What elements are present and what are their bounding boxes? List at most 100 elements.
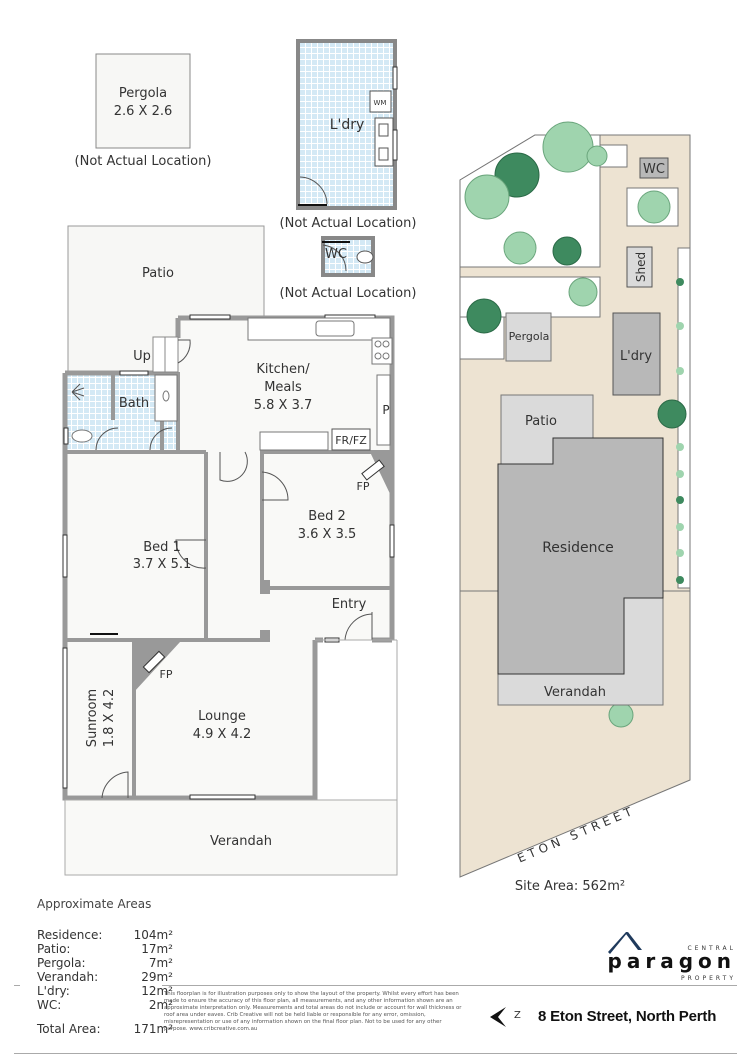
north-arrow-icon: Z <box>490 1007 521 1027</box>
logo-roof-left-icon <box>608 932 628 954</box>
area-value: 29m² <box>141 970 173 984</box>
laundry-window-2 <box>392 129 398 161</box>
area-value: 17m² <box>141 942 173 956</box>
sunroom-dims: 1.8 X 4.2 <box>102 689 117 748</box>
tree-icon <box>608 702 634 728</box>
entry-name: Entry <box>332 597 367 612</box>
wall-stub-2 <box>260 630 270 642</box>
patio-name: Patio <box>142 266 174 281</box>
area-label: L'dry: <box>37 984 70 998</box>
compass-label: Z <box>514 1010 521 1021</box>
site-residence <box>497 437 664 675</box>
wall-stub <box>260 580 270 594</box>
bath-door-swing-2 <box>149 427 173 451</box>
area-total-row: Total Area: 171m² <box>24 1022 173 1036</box>
tree-icon <box>657 399 687 429</box>
cistern <box>63 427 69 445</box>
wc-name: WC <box>325 247 347 262</box>
kitchen-name-2: Meals <box>264 380 302 395</box>
brand-bottom: PROPERTY <box>681 975 736 982</box>
laundry-door-swing <box>299 176 328 205</box>
bed1-dims: 3.7 X 5.1 <box>133 557 192 572</box>
area-total-label: Total Area: <box>37 1022 101 1036</box>
kitchen-island <box>259 431 329 451</box>
fireplace-lounge <box>134 642 180 692</box>
pergola-name: Pergola <box>119 86 167 101</box>
area-label: Residence: <box>37 928 103 942</box>
shrub-icon <box>676 470 684 478</box>
bed1-name: Bed 1 <box>143 540 181 555</box>
site-plan: WC Shed Pergola L'dry Patio Residence Ve… <box>459 121 691 894</box>
area-row: Patio:17m² <box>24 942 173 956</box>
bed2-door <box>261 471 289 501</box>
site-area: Site Area: 562m² <box>515 879 625 894</box>
shrub-icon <box>676 367 684 375</box>
area-value: 12m² <box>141 984 173 998</box>
pergola-note: (Not Actual Location) <box>75 154 212 169</box>
washing-machine-icon <box>369 90 392 113</box>
floor-plan: Pergola 2.6 X 2.6 (Not Actual Location) … <box>62 39 417 876</box>
bath-door-swing <box>95 427 119 451</box>
sunroom-door <box>101 771 129 799</box>
hall-door <box>219 451 248 482</box>
shrub-icon <box>676 278 684 286</box>
area-row: Pergola: 7m² <box>24 956 173 970</box>
site-laundry <box>612 312 661 396</box>
tree-icon <box>637 190 671 224</box>
pantry-label: P <box>382 403 389 417</box>
area-label: Verandah: <box>37 970 99 984</box>
burner <box>382 340 390 348</box>
shrub-icon <box>676 322 684 330</box>
burner <box>382 352 390 360</box>
bath-toilet-icon <box>71 429 93 443</box>
bath-name: Bath <box>119 396 149 411</box>
kitchen-name-1: Kitchen/ <box>256 362 310 377</box>
site-residence-label: Residence <box>542 540 614 556</box>
shrub-icon <box>676 443 684 451</box>
footer-divider-bottom <box>14 1053 737 1054</box>
pantry <box>376 374 391 446</box>
shrub-icon <box>676 576 684 584</box>
bed2-name: Bed 2 <box>308 509 346 524</box>
fp-hearth <box>361 459 385 481</box>
wc-door-swing <box>322 244 347 272</box>
burner <box>374 352 382 360</box>
footer-divider-top <box>162 985 737 986</box>
cooktop-icon <box>371 337 393 365</box>
site-wc-label: WC <box>643 162 665 177</box>
areas-title: Approximate Areas <box>37 897 152 911</box>
verandah-name: Verandah <box>210 834 272 849</box>
brand-top: CENTRAL <box>687 945 736 952</box>
bed2-dims: 3.6 X 3.5 <box>298 527 357 542</box>
shrub-icon <box>676 496 684 504</box>
pergola-outline <box>95 53 191 149</box>
property-address: 8 Eton Street, North Perth <box>538 1008 717 1025</box>
tree-icon <box>464 174 510 220</box>
site-pergola <box>505 312 552 362</box>
area-row: L'dry: 12m² <box>24 984 173 998</box>
fp-lounge-label: FP <box>160 668 173 681</box>
tub-basin-1 <box>378 123 389 137</box>
logo-roof-right-icon <box>626 932 642 950</box>
brand-name: paragon <box>608 949 736 973</box>
fridge-space <box>331 428 371 451</box>
wm-label: WM <box>374 99 387 107</box>
kitchen-door-swing <box>177 339 191 364</box>
tree-icon <box>568 277 598 307</box>
area-row: Residence:104m² <box>24 928 173 942</box>
site-pergola-label: Pergola <box>509 330 550 343</box>
laundry-name: L'dry <box>330 117 365 133</box>
lounge-name: Lounge <box>198 709 246 724</box>
toilet-icon <box>356 250 374 264</box>
fp-bed2-label: FP <box>357 480 370 493</box>
sunroom-name: Sunroom <box>85 689 100 747</box>
area-label: Pergola: <box>37 956 86 970</box>
shrub-icon <box>676 549 684 557</box>
north-arrow-shape <box>490 1007 506 1027</box>
site-laundry-label: L'dry <box>620 349 652 364</box>
shower-icon <box>71 383 85 401</box>
area-value: 7m² <box>148 956 173 970</box>
site-patio-label: Patio <box>525 414 557 429</box>
area-total-value: 171m² <box>133 1022 173 1036</box>
laundry-note: (Not Actual Location) <box>280 216 417 231</box>
